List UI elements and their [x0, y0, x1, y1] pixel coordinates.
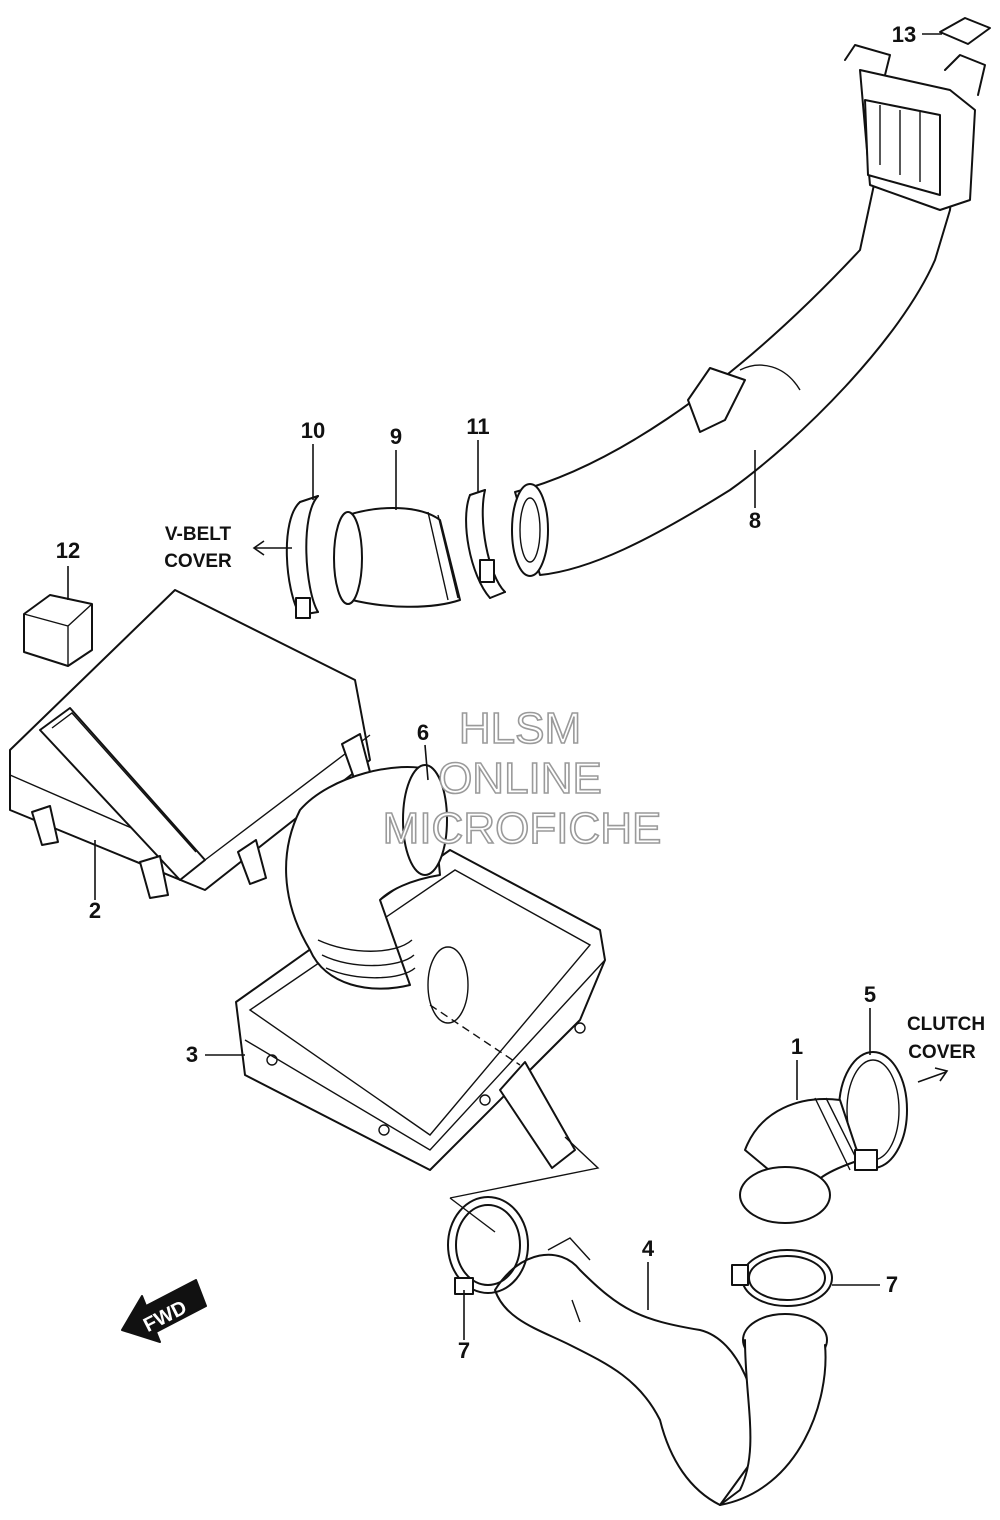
clamp-part-10 — [285, 495, 319, 619]
part-label-4: 4 — [642, 1236, 655, 1261]
clutch-cover-note: CLUTCH COVER — [907, 1014, 985, 1063]
part-label-5: 5 — [864, 982, 876, 1007]
v-belt-note-line-2: COVER — [164, 551, 232, 572]
intake-elbow-part-6 — [285, 764, 448, 990]
part-label-8: 8 — [749, 508, 761, 533]
clutch-note-line-2: COVER — [908, 1042, 976, 1063]
part-label-6: 6 — [417, 720, 429, 745]
v-belt-note-line-1: V-BELT — [165, 524, 232, 545]
clamp-ring-part-7-left — [447, 1196, 529, 1295]
joint-hose-part-9 — [333, 507, 461, 608]
clamp-part-11 — [465, 489, 506, 599]
part-label-7-left: 7 — [458, 1338, 470, 1363]
part-label-2: 2 — [89, 898, 101, 923]
watermark: HLSM ONLINE MICROFICHE — [382, 703, 662, 854]
leader-lines — [67, 33, 942, 1340]
part-label-10: 10 — [301, 418, 325, 443]
part-label-7-right: 7 — [886, 1272, 898, 1297]
fwd-arrow-icon: FWD — [121, 1279, 207, 1343]
air-cleaner-cap-part-2 — [9, 589, 371, 899]
elbow-hose-part-1 — [739, 1097, 878, 1224]
part-label-9: 9 — [390, 424, 402, 449]
part-number-labels: 10 9 11 8 13 12 2 3 6 1 5 4 7 7 — [56, 22, 916, 1363]
clutch-arrow-icon — [917, 1067, 949, 1083]
pad-part-13 — [939, 17, 991, 45]
part-label-13: 13 — [892, 22, 916, 47]
part-label-12: 12 — [56, 538, 80, 563]
intake-duct-part-8 — [511, 44, 986, 577]
connection-lines — [449, 1136, 600, 1233]
part-label-1: 1 — [791, 1034, 803, 1059]
part-label-11: 11 — [466, 414, 489, 439]
v-belt-cover-note: V-BELT COVER — [164, 524, 232, 572]
clutch-note-line-1: CLUTCH — [907, 1014, 985, 1035]
clamp-ring-part-7-right — [731, 1249, 833, 1307]
watermark-line-2: ONLINE — [438, 754, 602, 803]
watermark-line-1: HLSM — [459, 704, 581, 753]
outlet-duct-part-4 — [494, 1237, 828, 1506]
pad-part-12 — [23, 594, 93, 667]
watermark-line-3: MICROFICHE — [383, 804, 662, 853]
part-label-3: 3 — [186, 1042, 198, 1067]
v-belt-arrow-icon — [252, 540, 292, 556]
